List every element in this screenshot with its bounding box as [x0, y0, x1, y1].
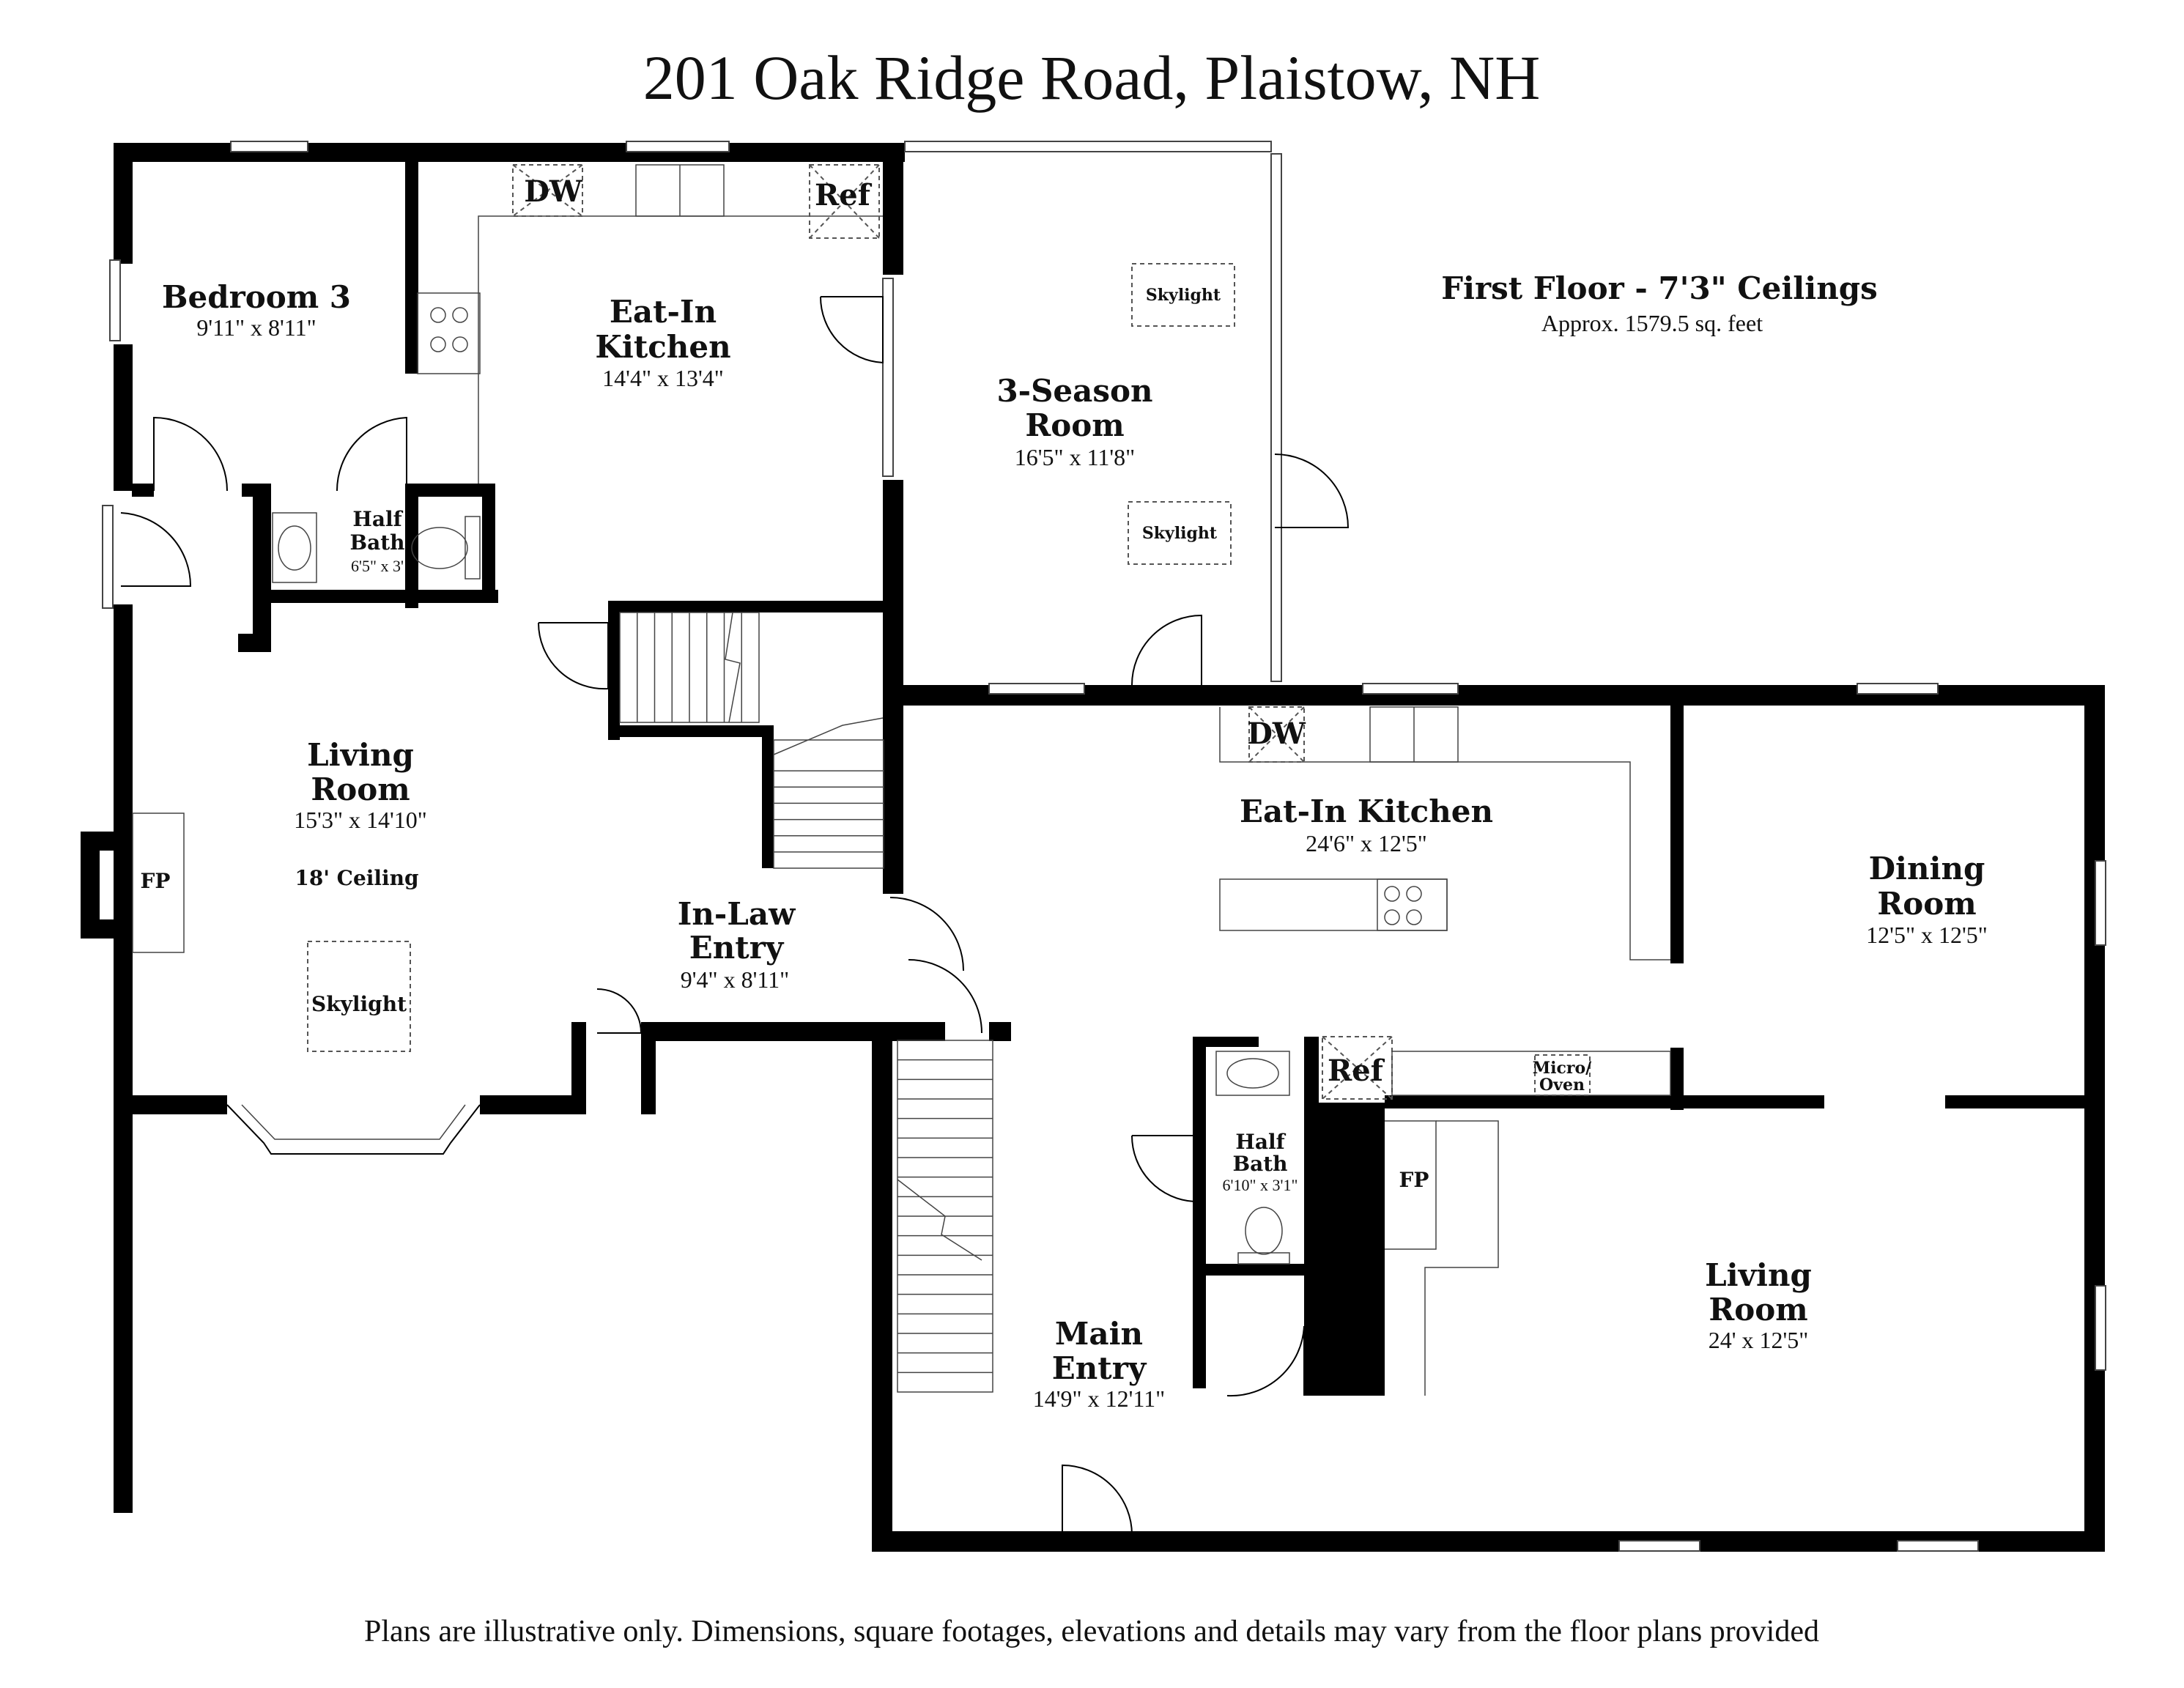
room-name-living-right-2: Room — [1709, 1292, 1807, 1328]
skylight-label-2: Skylight — [1142, 524, 1218, 543]
room-name-halfbath-left-2: Bath — [349, 530, 404, 555]
room-name-season-2: Room — [1025, 407, 1124, 443]
fp-label-left: FP — [141, 869, 171, 893]
micro-label-2: Oven — [1539, 1076, 1585, 1095]
room-name-living-left-2: Room — [311, 771, 410, 807]
room-dims-living-right: 24' x 12'5" — [1709, 1327, 1809, 1353]
room-dims-kitchen-left: 14'4" x 13'4" — [602, 365, 724, 391]
room-dims-halfbath-left: 6'5" x 3' — [351, 557, 404, 575]
room-name-inlaw-1: In-Law — [678, 896, 796, 932]
room-name-halfbath-right-2: Bath — [1232, 1152, 1287, 1176]
room-name-halfbath-right-1: Half — [1235, 1130, 1286, 1154]
room-dims-bedroom3: 9'11" x 8'11" — [196, 314, 316, 341]
room-name-kitchen-right: Eat-In Kitchen — [1240, 793, 1493, 829]
windows — [102, 141, 2106, 1552]
room-name-dining-2: Room — [1877, 886, 1976, 922]
room-name-inlaw-2: Entry — [689, 930, 785, 966]
floor-heading: First Floor - 7'3" Ceilings — [1441, 270, 1878, 306]
stairs — [619, 612, 993, 1393]
room-note-living-left: 18' Ceiling — [295, 866, 418, 890]
micro-label-1: Micro/ — [1533, 1059, 1592, 1078]
walls — [81, 143, 2105, 1552]
skylight-label-1: Skylight — [1146, 286, 1221, 305]
fixtures — [132, 164, 1671, 1396]
room-dims-kitchen-right: 24'6" x 12'5" — [1306, 830, 1427, 856]
room-dims-season: 16'5" x 11'8" — [1015, 444, 1135, 470]
ref-label-right: Ref — [1328, 1054, 1385, 1088]
room-name-bedroom3: Bedroom 3 — [162, 279, 351, 315]
room-dims-living-left: 15'3" x 14'10" — [294, 807, 427, 833]
room-name-kitchen-left-1: Eat-In — [610, 294, 717, 330]
room-name-kitchen-left-2: Kitchen — [595, 329, 730, 365]
floor-area: Approx. 1579.5 sq. feet — [1541, 310, 1763, 336]
room-name-main-entry-2: Entry — [1052, 1350, 1147, 1386]
room-name-living-left-1: Living — [307, 737, 414, 773]
room-dims-dining: 12'5" x 12'5" — [1866, 922, 1988, 948]
room-name-main-entry-1: Main — [1055, 1316, 1143, 1352]
dw-label-left: DW — [524, 174, 583, 209]
ref-label-left: Ref — [815, 178, 873, 212]
room-name-dining-1: Dining — [1869, 851, 1985, 886]
room-name-living-right-1: Living — [1705, 1257, 1812, 1293]
dw-label-right: DW — [1247, 717, 1306, 751]
room-dims-halfbath-right: 6'10" x 3'1" — [1223, 1176, 1298, 1194]
room-dims-inlaw: 9'4" x 8'11" — [681, 966, 789, 993]
doors — [120, 296, 1350, 1536]
skylight-label-3: Skylight — [311, 992, 407, 1016]
disclaimer: Plans are illustrative only. Dimensions,… — [364, 1615, 1819, 1648]
room-dims-main-entry: 14'9" x 12'11" — [1033, 1385, 1165, 1412]
fp-label-right: FP — [1399, 1168, 1429, 1192]
room-name-halfbath-left-1: Half — [352, 507, 403, 531]
plan-title: 201 Oak Ridge Road, Plaistow, NH — [643, 42, 1541, 113]
room-name-season-1: 3-Season — [996, 373, 1152, 409]
